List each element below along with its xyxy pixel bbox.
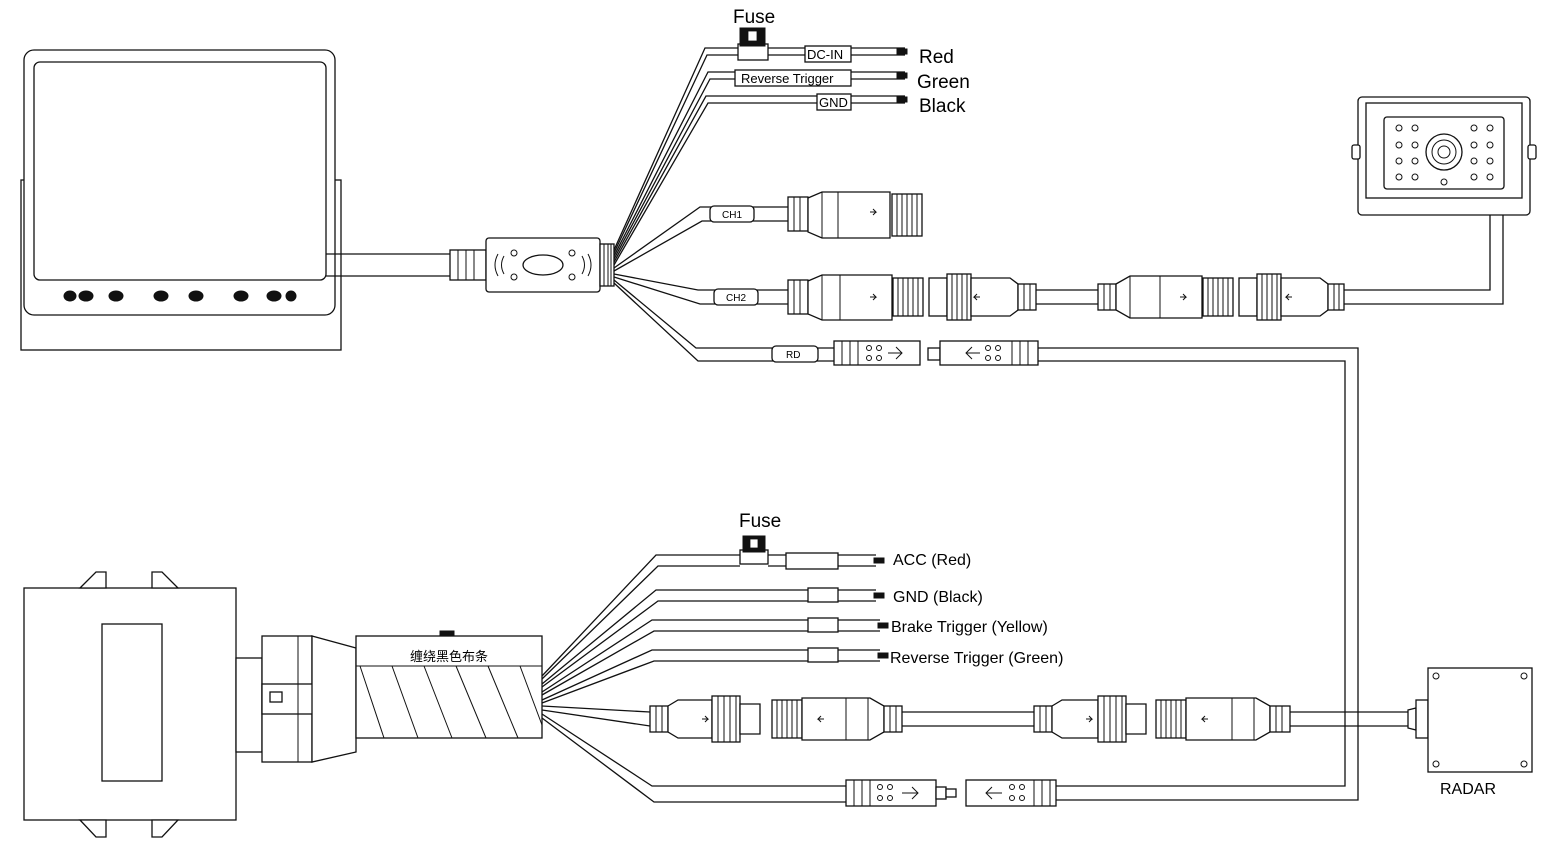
rd-tag: RD — [786, 350, 800, 361]
ch2-cable — [613, 196, 1504, 321]
top-power-wires — [613, 27, 908, 266]
monitor-buttons-icon — [63, 290, 297, 302]
radar-cable — [541, 695, 1408, 743]
ch2-tag: CH2 — [726, 293, 746, 304]
ch1-cable — [613, 191, 923, 272]
green-wire-label: Green — [917, 72, 970, 93]
camera — [1351, 96, 1537, 216]
bottom-rd-cable — [541, 713, 1057, 807]
monitor — [20, 49, 342, 351]
red-wire-label: Red — [919, 47, 954, 68]
wrapped-harness — [355, 630, 543, 739]
top-fuse-label: Fuse — [733, 7, 775, 28]
monitor-cable — [326, 249, 487, 281]
control-box — [23, 571, 357, 838]
bottom-power-wires — [541, 535, 889, 704]
camera-ir-leds-icon — [1395, 124, 1494, 186]
reverse-trigger-tag: Reverse Trigger — [741, 71, 834, 86]
bottom-fuse-label: Fuse — [739, 511, 781, 532]
gnd-wire-label: GND (Black) — [893, 589, 983, 606]
gnd-tag: GND — [819, 95, 848, 110]
radar-label: RADAR — [1440, 781, 1496, 798]
black-wire-label: Black — [919, 96, 966, 117]
monitor-junction-box — [485, 237, 615, 293]
reverse-trigger-label: Reverse Trigger (Green) — [890, 650, 1063, 667]
ch1-tag: CH1 — [722, 210, 742, 221]
harness-wrap-label: 缠绕黑色布条 — [410, 649, 488, 664]
radar-unit — [1407, 667, 1533, 773]
rd-cable — [613, 279, 1359, 801]
acc-wire-label: ACC (Red) — [893, 552, 971, 569]
brake-trigger-label: Brake Trigger (Yellow) — [891, 619, 1048, 636]
dc-in-tag: DC-IN — [807, 47, 843, 62]
